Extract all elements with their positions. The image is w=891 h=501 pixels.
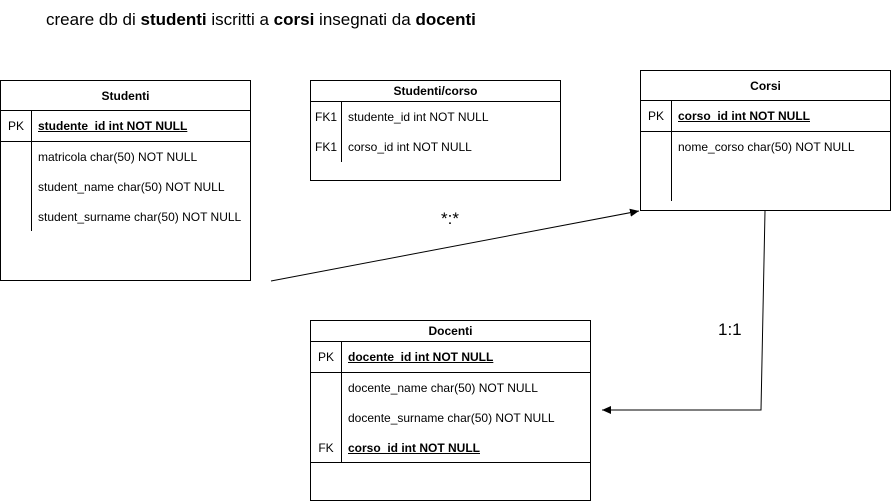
diagram-title: creare db di studenti iscritti a corsi i… <box>46 10 476 30</box>
entity-studenti-key-divider <box>31 111 32 231</box>
fk-key-label: FK1 <box>314 110 337 124</box>
studenti-corso-field-studente-id: studente_id int NOT NULL <box>348 110 489 124</box>
entity-studenti-corso-header: Studenti/corso <box>311 81 560 102</box>
title-bold-corsi: corsi <box>273 10 315 29</box>
docenti-field-name: docente_name char(50) NOT NULL <box>348 381 538 395</box>
entity-docenti-key-divider <box>341 342 342 462</box>
relation-label-many-to-many: *:* <box>441 209 459 228</box>
pk-key-label: PK <box>647 109 664 123</box>
title-text-1: creare db di <box>46 10 141 29</box>
docenti-fk-field: corso_id int NOT NULL <box>348 440 480 455</box>
entity-corsi-header: Corsi <box>641 71 890 101</box>
docenti-pk-field: docente_id int NOT NULL <box>348 350 494 364</box>
title-text-3: insegnati da <box>314 10 416 29</box>
entity-studenti-pk-row[interactable]: PK studente_id int NOT NULL <box>1 111 250 142</box>
entity-studenti-corso-field-row[interactable]: FK1 studente_id int NOT NULL <box>311 102 560 132</box>
entity-docenti[interactable]: Docenti PK docente_id int NOT NULL docen… <box>310 320 591 501</box>
entity-docenti-header: Docenti <box>311 321 590 342</box>
entity-studenti-corso-key-divider <box>341 102 342 162</box>
entity-studenti-field-row[interactable]: matricola char(50) NOT NULL <box>1 142 250 172</box>
entity-studenti-field-row[interactable]: student_name char(50) NOT NULL <box>1 172 250 202</box>
studenti-field-matricola: matricola char(50) NOT NULL <box>38 150 198 164</box>
entity-docenti-field-row[interactable]: docente_surname char(50) NOT NULL <box>311 403 590 433</box>
studenti-pk-field: studente_id int NOT NULL <box>38 119 188 133</box>
title-bold-docenti: docenti <box>415 10 476 29</box>
pk-key-label: PK <box>317 350 334 364</box>
entity-docenti-pk-row[interactable]: PK docente_id int NOT NULL <box>311 342 590 373</box>
entity-studenti-corso-field-row[interactable]: FK1 corso_id int NOT NULL <box>311 132 560 162</box>
studenti-field-surname: student_surname char(50) NOT NULL <box>38 210 242 224</box>
corsi-field-nome-corso: nome_corso char(50) NOT NULL <box>678 140 855 154</box>
entity-docenti-field-row[interactable]: docente_name char(50) NOT NULL <box>311 373 590 403</box>
entity-studenti-field-row[interactable]: student_surname char(50) NOT NULL <box>1 202 250 232</box>
fk-key-label: FK <box>318 440 334 455</box>
studenti-field-name: student_name char(50) NOT NULL <box>38 180 225 194</box>
entity-studenti[interactable]: Studenti PK studente_id int NOT NULL mat… <box>0 80 251 281</box>
entity-corsi[interactable]: Corsi PK corso_id int NOT NULL nome_cors… <box>640 70 891 211</box>
entity-studenti-header: Studenti <box>1 81 250 111</box>
entity-corsi-key-divider <box>671 101 672 201</box>
fk-key-label: FK1 <box>314 140 337 154</box>
docenti-field-surname: docente_surname char(50) NOT NULL <box>348 411 555 425</box>
studenti-corso-field-corso-id: corso_id int NOT NULL <box>348 140 472 154</box>
entity-docenti-fk-row[interactable]: FK corso_id int NOT NULL <box>311 433 590 463</box>
connector-one-to-one[interactable] <box>602 210 766 414</box>
title-bold-studenti: studenti <box>140 10 207 29</box>
corsi-pk-field: corso_id int NOT NULL <box>678 109 810 123</box>
entity-studenti-corso[interactable]: Studenti/corso FK1 studente_id int NOT N… <box>310 80 561 181</box>
entity-corsi-field-row[interactable]: nome_corso char(50) NOT NULL <box>641 132 890 162</box>
title-text-2: iscritti a <box>206 10 274 29</box>
connector-many-to-many[interactable] <box>270 208 640 282</box>
pk-key-label: PK <box>7 119 24 133</box>
entity-corsi-pk-row[interactable]: PK corso_id int NOT NULL <box>641 101 890 132</box>
relation-label-one-to-one: 1:1 <box>718 320 742 339</box>
